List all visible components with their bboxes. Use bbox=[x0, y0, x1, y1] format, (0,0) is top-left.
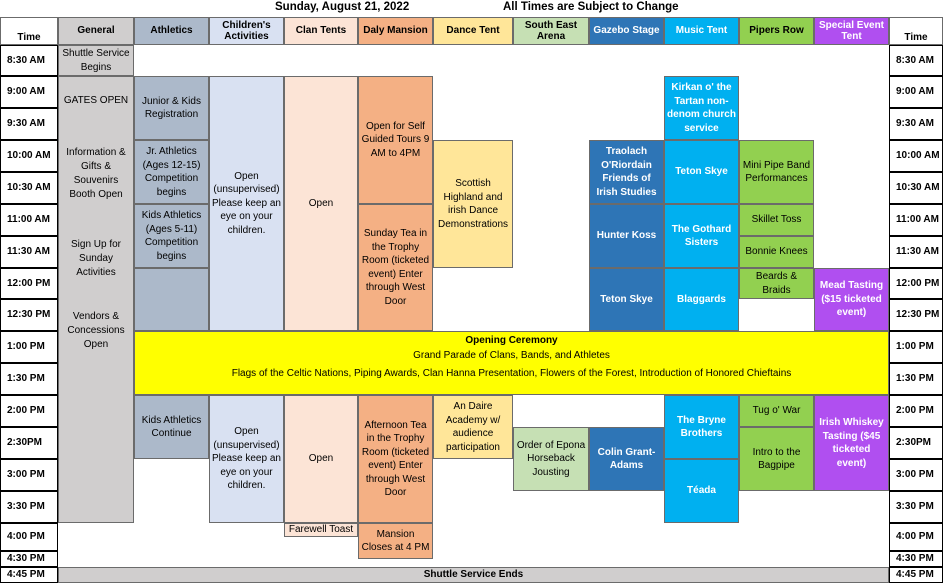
event-pipers: Tug o' War bbox=[739, 395, 814, 427]
time-slot-right: 4:00 PM bbox=[889, 523, 943, 551]
event-clan: Farewell Toast bbox=[284, 523, 358, 537]
general-shuttle-begins: Shuttle Service Begins bbox=[58, 45, 134, 76]
event-gazebo: Hunter Koss bbox=[589, 204, 664, 268]
column-header-clan: Clan Tents bbox=[284, 17, 358, 45]
event-clan: Open bbox=[284, 395, 358, 523]
time-slot-right: 4:45 PM bbox=[889, 567, 943, 583]
general-vendors: Vendors & Concessions Open bbox=[67, 311, 125, 350]
column-header-music: Music Tent bbox=[664, 17, 739, 45]
event-music: Téada bbox=[664, 459, 739, 523]
event-athletics bbox=[134, 268, 209, 331]
ceremony-detail: Flags of the Celtic Nations, Piping Awar… bbox=[231, 368, 792, 379]
event-dance: An Daire Academy w/ audience participati… bbox=[433, 395, 513, 459]
time-slot-left: 12:00 PM bbox=[0, 268, 58, 299]
time-slot-left: 4:00 PM bbox=[0, 523, 58, 551]
event-dance: Scottish Highland and irish Dance Demons… bbox=[433, 140, 513, 268]
time-slot-left: 2:30PM bbox=[0, 427, 58, 459]
column-header-general: General bbox=[58, 17, 134, 45]
column-header-children: Children's Activities bbox=[209, 17, 284, 45]
event-southeast: Order of Epona Horseback Jousting bbox=[513, 427, 589, 491]
event-daly: Afternoon Tea in the Trophy Room (ticket… bbox=[358, 395, 433, 523]
time-slot-right: 12:00 PM bbox=[889, 268, 943, 299]
event-children: Open (unsupervised) Please keep an eye o… bbox=[209, 395, 284, 523]
event-music: Blaggards bbox=[664, 268, 739, 331]
general-column-block bbox=[58, 76, 134, 523]
event-music: The Gothard Sisters bbox=[664, 204, 739, 268]
time-slot-left: 9:30 AM bbox=[0, 108, 58, 140]
time-slot-right: 3:30 PM bbox=[889, 491, 943, 523]
time-slot-right: 2:00 PM bbox=[889, 395, 943, 427]
time-slot-left: 10:30 AM bbox=[0, 172, 58, 204]
event-children: Open (unsupervised) Please keep an eye o… bbox=[209, 76, 284, 331]
event-daly: Open for Self Guided Tours 9 AM to 4PM bbox=[358, 76, 433, 204]
time-slot-right: 8:30 AM bbox=[889, 45, 943, 76]
time-slot-right: 4:30 PM bbox=[889, 551, 943, 567]
time-slot-right: 9:30 AM bbox=[889, 108, 943, 140]
event-athletics: Kids Athletics (Ages 5-11) Competition b… bbox=[134, 204, 209, 268]
event-special: Irish Whiskey Tasting ($45 ticketed even… bbox=[814, 395, 889, 491]
schedule-date: Sunday, August 21, 2022 bbox=[275, 1, 410, 13]
time-slot-left: 11:30 AM bbox=[0, 236, 58, 268]
event-athletics: Jr. Athletics (Ages 12-15) Competition b… bbox=[134, 140, 209, 204]
event-daly: Mansion Closes at 4 PM bbox=[358, 523, 433, 559]
event-pipers: Skillet Toss bbox=[739, 204, 814, 236]
time-header-right: Time bbox=[889, 17, 943, 45]
time-slot-right: 3:00 PM bbox=[889, 459, 943, 491]
event-special: Mead Tasting ($15 ticketed event) bbox=[814, 268, 889, 331]
column-header-gazebo: Gazebo Stage bbox=[589, 17, 664, 45]
time-slot-left: 4:30 PM bbox=[0, 551, 58, 567]
event-daly: Sunday Tea in the Trophy Room (ticketed … bbox=[358, 204, 433, 331]
ceremony-detail: Grand Parade of Clans, Bands, and Athlet… bbox=[413, 350, 610, 361]
time-slot-left: 10:00 AM bbox=[0, 140, 58, 172]
time-slot-left: 9:00 AM bbox=[0, 76, 58, 108]
column-header-athletics: Athletics bbox=[134, 17, 209, 45]
time-slot-right: 10:00 AM bbox=[889, 140, 943, 172]
time-slot-right: 9:00 AM bbox=[889, 76, 943, 108]
column-header-dance: Dance Tent bbox=[433, 17, 513, 45]
general-sign-up: Sign Up for Sunday Activities bbox=[70, 239, 122, 278]
time-slot-left: 3:30 PM bbox=[0, 491, 58, 523]
event-athletics: Kids Athletics Continue bbox=[134, 395, 209, 459]
event-gazebo: Colin Grant-Adams bbox=[589, 427, 664, 491]
column-header-southeast: South East Arena bbox=[513, 17, 589, 45]
time-slot-left: 1:00 PM bbox=[0, 331, 58, 363]
event-gazebo: Traolach O'Riordain Friends of Irish Stu… bbox=[589, 140, 664, 204]
time-slot-left: 4:45 PM bbox=[0, 567, 58, 583]
time-slot-left: 12:30 PM bbox=[0, 299, 58, 331]
event-pipers: Intro to the Bagpipe bbox=[739, 427, 814, 491]
ceremony-title: Opening Ceremony bbox=[465, 335, 558, 346]
event-music: Teton Skye bbox=[664, 140, 739, 204]
event-music: The Bryne Brothers bbox=[664, 395, 739, 459]
time-slot-right: 11:00 AM bbox=[889, 204, 943, 236]
event-athletics: Junior & Kids Registration bbox=[134, 76, 209, 140]
time-slot-left: 8:30 AM bbox=[0, 45, 58, 76]
event-pipers: Beards & Braids bbox=[739, 268, 814, 299]
time-slot-right: 12:30 PM bbox=[889, 299, 943, 331]
shuttle-service-ends: Shuttle Service Ends bbox=[58, 567, 889, 583]
time-slot-right: 11:30 AM bbox=[889, 236, 943, 268]
column-header-daly: Daly Mansion bbox=[358, 17, 433, 45]
general-gates-open: GATES OPEN bbox=[63, 95, 129, 106]
time-slot-left: 11:00 AM bbox=[0, 204, 58, 236]
time-slot-left: 1:30 PM bbox=[0, 363, 58, 395]
time-header-left: Time bbox=[0, 17, 58, 45]
schedule-notice: All Times are Subject to Change bbox=[503, 1, 679, 13]
column-header-special: Special Event Tent bbox=[814, 17, 889, 45]
time-slot-right: 2:30PM bbox=[889, 427, 943, 459]
event-pipers: Bonnie Knees bbox=[739, 236, 814, 268]
event-music: Kirkan o' the Tartan non-denom church se… bbox=[664, 76, 739, 140]
general-info-booth: Information & Gifts & Souvenirs Booth Op… bbox=[66, 147, 126, 200]
time-slot-right: 1:00 PM bbox=[889, 331, 943, 363]
event-pipers: Mini Pipe Band Performances bbox=[739, 140, 814, 204]
time-slot-left: 2:00 PM bbox=[0, 395, 58, 427]
time-slot-right: 1:30 PM bbox=[889, 363, 943, 395]
time-slot-left: 3:00 PM bbox=[0, 459, 58, 491]
event-gazebo: Teton Skye bbox=[589, 268, 664, 331]
event-clan: Open bbox=[284, 76, 358, 331]
column-header-pipers: Pipers Row bbox=[739, 17, 814, 45]
time-slot-right: 10:30 AM bbox=[889, 172, 943, 204]
